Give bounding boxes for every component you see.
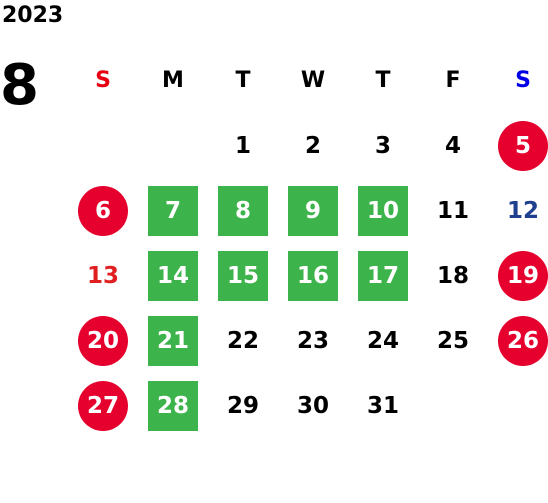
weekday-header-fri: F <box>418 48 488 113</box>
day-cell: 6 <box>68 178 138 243</box>
day-number: 7 <box>148 185 198 236</box>
weekday-label: T <box>235 68 251 93</box>
day-cell: 30 <box>278 373 348 438</box>
day-cell: 14 <box>138 243 208 308</box>
day-number: 22 <box>226 327 259 354</box>
day-number: 8 <box>218 185 268 236</box>
day-number: 28 <box>148 380 198 431</box>
day-number: 4 <box>444 132 461 159</box>
day-number: 17 <box>358 250 408 301</box>
day-cell: 19 <box>488 243 548 308</box>
day-cell: 11 <box>418 178 488 243</box>
day-number: 18 <box>436 262 469 289</box>
weekday-header-tue: T <box>208 48 278 113</box>
weekday-label: W <box>300 68 326 93</box>
day-number: 31 <box>366 392 399 419</box>
calendar-year: 2023 <box>2 3 64 28</box>
day-cell: 7 <box>138 178 208 243</box>
day-cell: 22 <box>208 308 278 373</box>
day-cell <box>488 373 548 438</box>
day-number: 20 <box>78 315 128 366</box>
day-cell: 26 <box>488 308 548 373</box>
weekday-label: F <box>445 68 461 93</box>
day-number: 3 <box>374 132 391 159</box>
calendar-month: 8 <box>0 53 39 118</box>
day-cell: 3 <box>348 113 418 178</box>
day-cell: 4 <box>418 113 488 178</box>
weekday-label: T <box>375 68 391 93</box>
day-number: 27 <box>78 380 128 431</box>
day-number: 26 <box>498 315 548 366</box>
day-cell: 17 <box>348 243 418 308</box>
day-number: 10 <box>358 185 408 236</box>
day-cell: 13 <box>68 243 138 308</box>
day-cell: 8 <box>208 178 278 243</box>
day-number: 23 <box>296 327 329 354</box>
weekday-label: S <box>515 68 531 93</box>
day-cell: 27 <box>68 373 138 438</box>
day-cell <box>418 373 488 438</box>
day-number: 29 <box>226 392 259 419</box>
weekday-header-sun: S <box>68 48 138 113</box>
day-cell: 24 <box>348 308 418 373</box>
day-cell: 16 <box>278 243 348 308</box>
day-number: 25 <box>436 327 469 354</box>
day-cell: 1 <box>208 113 278 178</box>
day-cell: 28 <box>138 373 208 438</box>
day-number: 12 <box>506 197 539 224</box>
day-number: 13 <box>86 262 119 289</box>
day-cell: 15 <box>208 243 278 308</box>
weekday-header-wed: W <box>278 48 348 113</box>
day-cell: 18 <box>418 243 488 308</box>
day-number: 19 <box>498 250 548 301</box>
day-number: 16 <box>288 250 338 301</box>
day-number: 1 <box>234 132 251 159</box>
day-cell: 21 <box>138 308 208 373</box>
day-cell: 9 <box>278 178 348 243</box>
day-cell: 31 <box>348 373 418 438</box>
weekday-header-thu: T <box>348 48 418 113</box>
day-cell: 23 <box>278 308 348 373</box>
day-number: 6 <box>78 185 128 236</box>
day-cell: 20 <box>68 308 138 373</box>
weekday-label: S <box>95 68 111 93</box>
day-cell: 5 <box>488 113 548 178</box>
weekday-header-mon: M <box>138 48 208 113</box>
day-cell: 25 <box>418 308 488 373</box>
day-number: 30 <box>296 392 329 419</box>
day-number: 2 <box>304 132 321 159</box>
day-cell: 12 <box>488 178 548 243</box>
day-cell: 29 <box>208 373 278 438</box>
day-cell: 2 <box>278 113 348 178</box>
weekday-label: M <box>162 68 184 93</box>
day-number: 14 <box>148 250 198 301</box>
day-number: 24 <box>366 327 399 354</box>
day-cell <box>68 113 138 178</box>
day-number: 5 <box>498 120 548 171</box>
weekday-header-sat: S <box>488 48 548 113</box>
day-cell <box>138 113 208 178</box>
day-cell: 10 <box>348 178 418 243</box>
day-number: 21 <box>148 315 198 366</box>
day-number: 9 <box>288 185 338 236</box>
day-number: 11 <box>436 197 469 224</box>
day-number: 15 <box>218 250 268 301</box>
